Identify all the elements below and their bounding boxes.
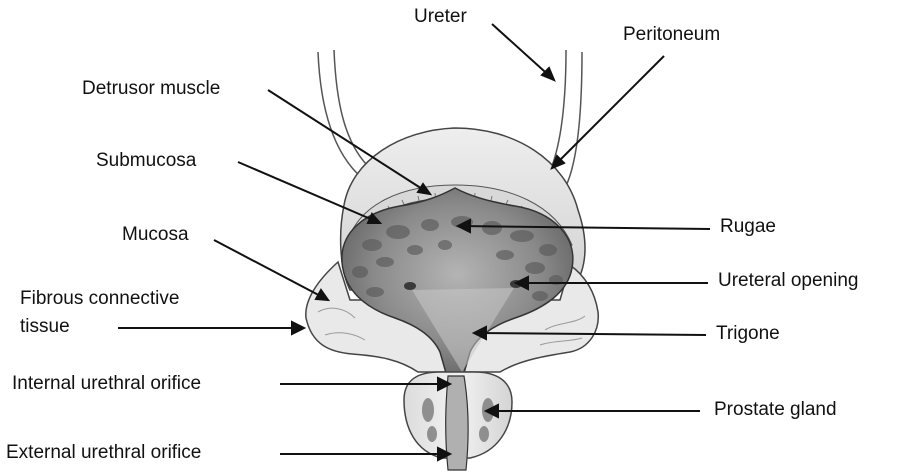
label-peritoneum: Peritoneum bbox=[623, 24, 720, 46]
label-internal-urethral-orifice: Internal urethral orifice bbox=[12, 373, 201, 395]
label-rugae: Rugae bbox=[720, 216, 776, 238]
label-prostate-gland: Prostate gland bbox=[714, 399, 837, 421]
label-detrusor-muscle: Detrusor muscle bbox=[82, 78, 220, 100]
label-ureteral-opening: Ureteral opening bbox=[718, 270, 858, 292]
leader-peritoneum bbox=[552, 56, 664, 168]
label-mucosa: Mucosa bbox=[122, 224, 189, 246]
leader-mucosa bbox=[214, 240, 328, 300]
ureteral-opening-left bbox=[404, 282, 416, 290]
label-submucosa: Submucosa bbox=[96, 150, 196, 172]
urethra bbox=[446, 376, 468, 470]
label-ureter: Ureter bbox=[414, 6, 467, 28]
ureter-left bbox=[318, 50, 372, 178]
label-fibrous-line2: tissue bbox=[20, 316, 70, 338]
label-external-urethral-orifice: External urethral orifice bbox=[6, 442, 201, 464]
label-trigone: Trigone bbox=[716, 323, 780, 345]
label-fibrous-line1: Fibrous connective bbox=[20, 288, 179, 310]
